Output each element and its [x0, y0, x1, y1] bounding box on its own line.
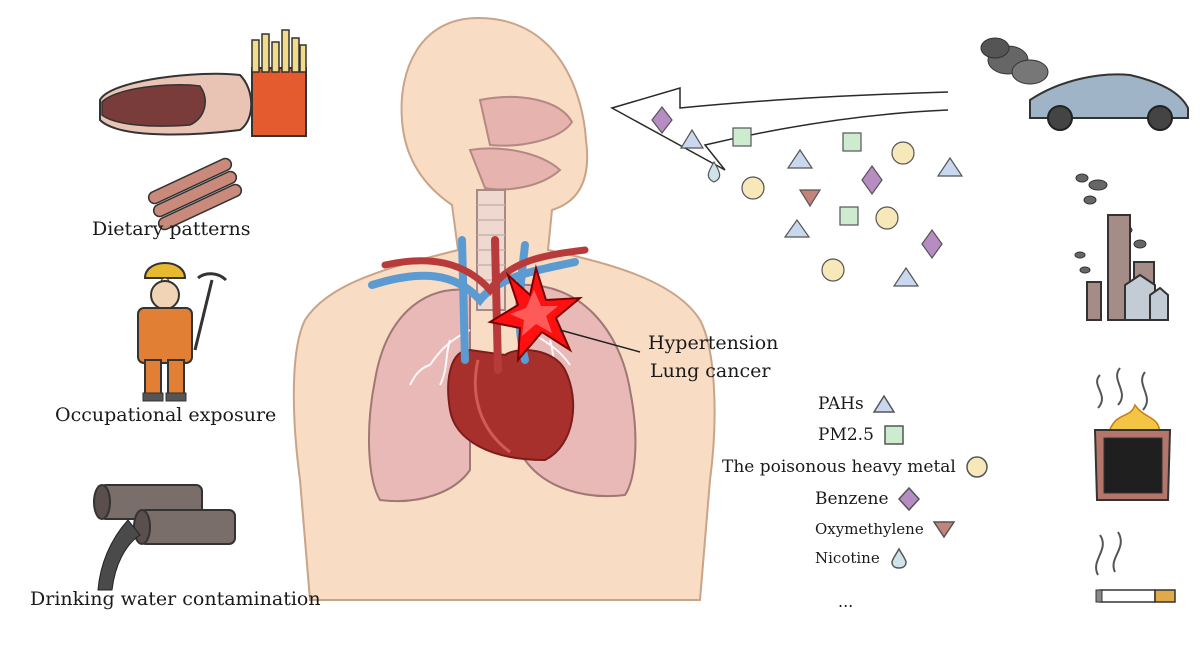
airborne-particles	[651, 106, 964, 287]
legend-label: The poisonous heavy metal	[722, 457, 956, 477]
legend-item-nicotine: Nicotine	[815, 547, 910, 569]
car-icon	[980, 37, 1189, 131]
legend-label: PM2.5	[818, 425, 874, 445]
legend-item-benzene: Benzene	[815, 486, 921, 512]
label-dietary-patterns: Dietary patterns	[92, 218, 251, 240]
legend-item-oxymethylene: Oxymethylene	[815, 519, 956, 539]
triangle-icon	[872, 394, 896, 413]
pipe-icon	[93, 484, 236, 591]
legend-item-heavy-metal: The poisonous heavy metal	[722, 455, 990, 479]
legend-label: Nicotine	[815, 549, 880, 567]
square-icon	[884, 425, 904, 445]
drop-icon	[890, 547, 907, 569]
factory-icon	[1074, 173, 1169, 321]
coal-fire-icon	[1093, 367, 1172, 501]
label-lung-cancer: Lung cancer	[650, 360, 771, 382]
dietary-icon	[99, 29, 307, 231]
legend-item-pm25: PM2.5	[818, 424, 906, 446]
cigarette-icon	[1095, 531, 1176, 603]
diamond-icon	[897, 486, 920, 512]
damage-spark	[487, 264, 641, 363]
miner-icon	[137, 262, 228, 402]
legend-item-pahs: PAHs	[818, 393, 896, 415]
label-drinking-water: Drinking water contamination	[30, 588, 321, 610]
heart	[447, 348, 575, 462]
circle-icon	[966, 456, 988, 478]
pollution-arrow	[610, 86, 949, 171]
legend-more: ...	[838, 592, 854, 611]
triangle-down-icon	[932, 521, 956, 539]
label-occupational-exposure: Occupational exposure	[55, 404, 277, 426]
legend-label: Benzene	[815, 489, 889, 509]
label-hypertension: Hypertension	[648, 332, 779, 354]
legend-label: Oxymethylene	[815, 520, 924, 538]
legend-label: PAHs	[818, 394, 864, 414]
